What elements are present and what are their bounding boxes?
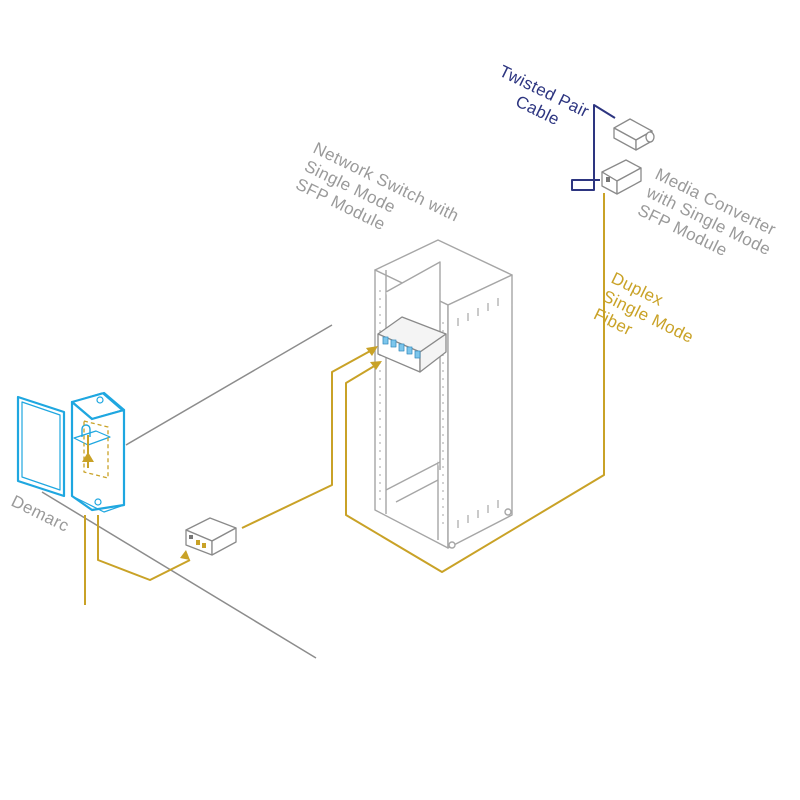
demarc-label: Demarc — [8, 492, 72, 536]
network-switch-icon — [377, 316, 447, 373]
media-converter-icon — [185, 517, 237, 556]
building-outline-lines — [41, 324, 333, 659]
fiber-lines — [82, 193, 605, 605]
twisted-pair-label: Twisted Pair Cable — [487, 62, 596, 142]
twisted-pair-cable-line — [571, 104, 616, 191]
demarc-enclosure-icon — [16, 391, 126, 513]
server-rack-icon — [374, 239, 513, 549]
duplex-fiber-label: Duplex Single Mode Fiber — [591, 269, 710, 368]
remote-media-converter-icon — [601, 159, 642, 195]
rack-vents — [457, 298, 499, 528]
switch-ports — [382, 336, 421, 359]
rack-mount-holes — [379, 290, 444, 530]
media-converter-label: Media Converter with Single Mode SFP Mod… — [634, 164, 787, 279]
security-camera-icon — [613, 118, 655, 151]
